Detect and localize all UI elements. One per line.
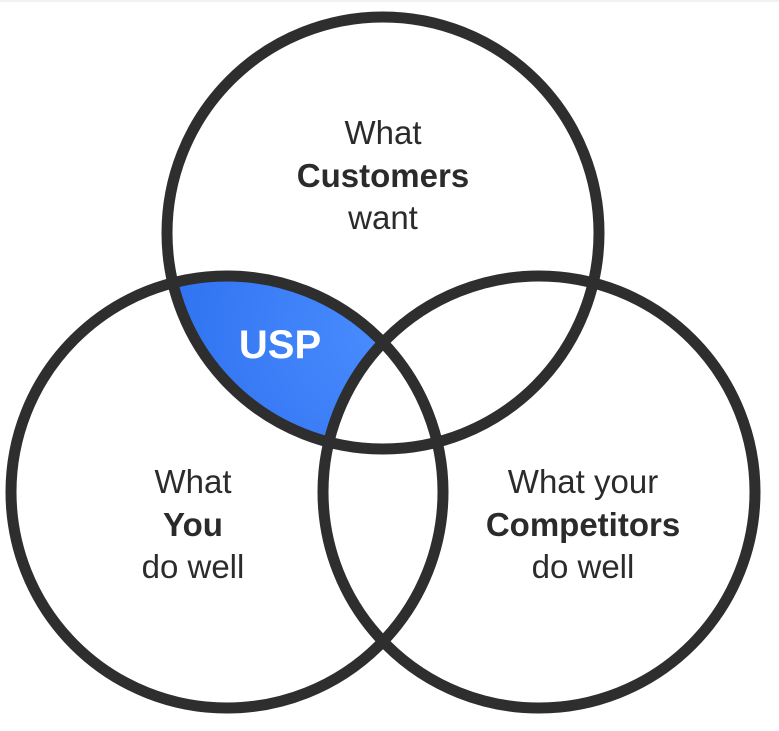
customers-label-line3: want — [347, 199, 418, 236]
competitors-label-line2: Competitors — [486, 506, 680, 543]
competitors-label-line3: do well — [532, 548, 635, 585]
competitors-circle — [317, 270, 761, 714]
you-label-line1: What — [154, 463, 231, 500]
customers-circle — [161, 11, 605, 455]
you-label-line2: You — [163, 506, 223, 543]
customers-label-line2: Customers — [297, 157, 469, 194]
customers-label-line1: What — [344, 114, 421, 151]
competitors-label-line1: What your — [508, 463, 658, 500]
usp-label: USP — [239, 323, 321, 367]
you-circle — [5, 270, 449, 714]
you-label-line3: do well — [142, 548, 245, 585]
